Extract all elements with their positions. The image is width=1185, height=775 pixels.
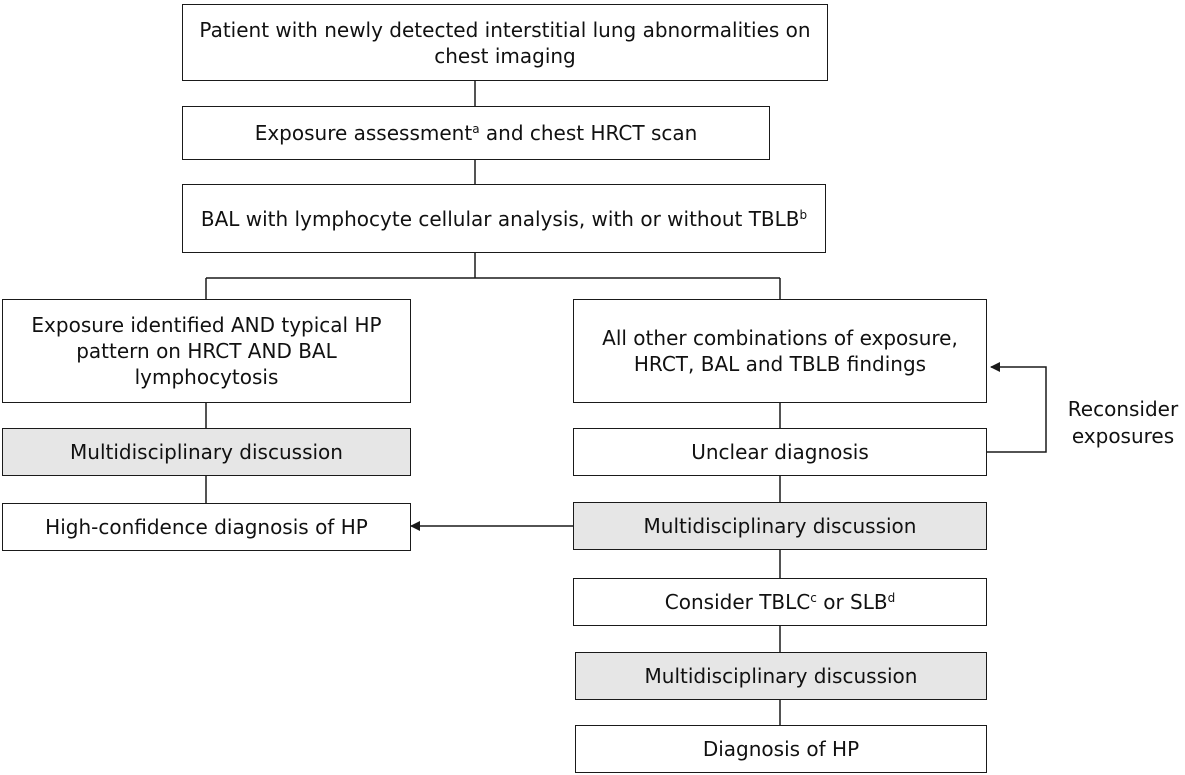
diagnosis-text: Diagnosis of HP	[702, 737, 860, 761]
unclear-diagnosis-text: Unclear diagnosis	[691, 440, 869, 464]
typical-path-text: Exposure identified AND typical HP patte…	[31, 313, 382, 389]
box-exposure-assessment: Exposure assessmenta and chest HRCT scan	[182, 106, 770, 160]
box-typical-path: Exposure identified AND typical HP patte…	[2, 299, 411, 403]
box-mdd-left: Multidisciplinary discussion	[2, 428, 411, 476]
mdd-left-text: Multidisciplinary discussion	[70, 440, 343, 464]
box-mdd-right-2: Multidisciplinary discussion	[575, 652, 987, 700]
box-high-confidence: High-confidence diagnosis of HP	[2, 503, 411, 551]
box-other-combinations: All other combinations of exposure, HRCT…	[573, 299, 987, 403]
box-diagnosis: Diagnosis of HP	[575, 725, 987, 773]
exposure-assessment-text: Exposure assessmenta and chest HRCT scan	[254, 121, 698, 145]
box-patient: Patient with newly detected interstitial…	[182, 4, 828, 81]
mdd-right-2-text: Multidisciplinary discussion	[644, 664, 918, 688]
other-combinations-text: All other combinations of exposure, HRCT…	[602, 326, 958, 376]
reconsider-line-2: exposures	[1071, 424, 1175, 448]
box-unclear-diagnosis: Unclear diagnosis	[573, 428, 987, 476]
mdd-right-1-text: Multidisciplinary discussion	[643, 514, 917, 538]
reconsider-exposures-label: Reconsider exposures	[1058, 396, 1185, 450]
reconsider-line-1: Reconsider	[1067, 397, 1179, 421]
patient-text: Patient with newly detected interstitial…	[199, 17, 811, 68]
box-mdd-right-1: Multidisciplinary discussion	[573, 502, 987, 550]
consider-biopsy-text: Consider TBLCc or SLBd	[664, 590, 896, 614]
high-confidence-text: High-confidence diagnosis of HP	[45, 515, 368, 539]
loop-unclear-to-other	[987, 362, 1047, 453]
box-bal: BAL with lymphocyte cellular analysis, w…	[182, 184, 826, 253]
box-consider-biopsy: Consider TBLCc or SLBd	[573, 578, 987, 626]
bal-text: BAL with lymphocyte cellular analysis, w…	[200, 206, 808, 231]
